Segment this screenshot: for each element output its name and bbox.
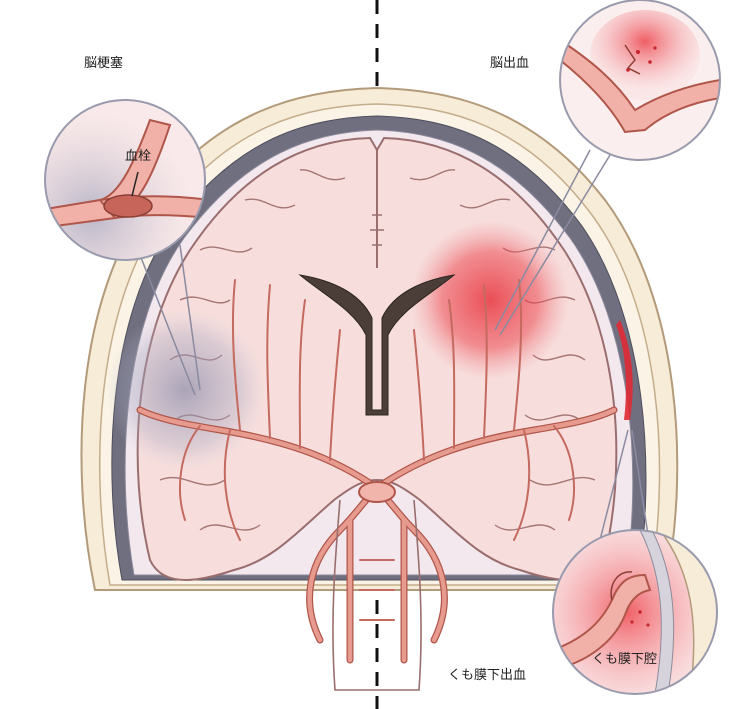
subarachnoid-bleed xyxy=(616,320,633,420)
label-cerebral-infarction: 脳梗塞 xyxy=(84,56,124,71)
label-subarachnoid-hemorrhage: くも膜下出血 xyxy=(448,668,527,683)
brainstem xyxy=(332,499,422,691)
callout-lines xyxy=(139,149,649,541)
label-subarachnoid-space: くも膜下腔 xyxy=(592,652,658,667)
ischemic-area xyxy=(105,310,265,470)
zoom-subarachnoid xyxy=(552,529,718,695)
zoom-hemorrhage xyxy=(559,0,721,161)
label-thrombus: 血栓 xyxy=(125,149,152,164)
lateral-ventricles xyxy=(298,274,456,416)
label-cerebral-hemorrhage: 脳出血 xyxy=(490,56,530,71)
zoom-infarction xyxy=(44,99,206,261)
arteries xyxy=(136,279,618,664)
hemorrhage-area xyxy=(410,220,570,380)
